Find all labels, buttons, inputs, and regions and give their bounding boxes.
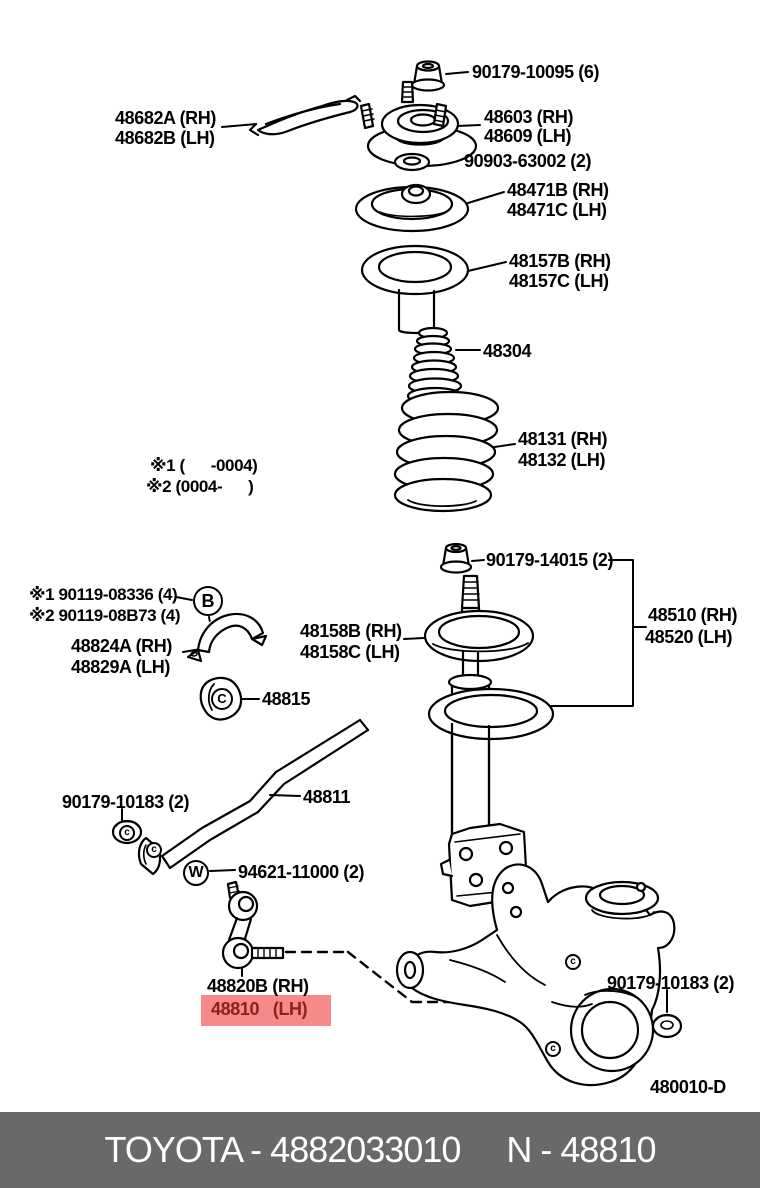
labels-layer: 90179-10095 (6) 48682A (RH)48682B (LH) 486… [29, 62, 738, 1097]
marker-c-icon: c [565, 954, 581, 970]
marker-c-icon: c [146, 842, 162, 858]
washer-90903-63002 [395, 154, 429, 170]
footer-bar: TOYOTA - 4882033010 N - 48810 [0, 1112, 760, 1188]
highlight-box [201, 995, 331, 1026]
label-48824a: 48824A (RH) [71, 636, 172, 656]
diagram-code: 480010-D [650, 1077, 726, 1097]
label-48471b: 48471B (RH) [507, 180, 609, 200]
note-bolt-2: ※2 90119-08B73 (4) [29, 606, 181, 625]
stabilizer-link-48810 [223, 882, 283, 968]
seat-48471 [356, 185, 468, 231]
nut-90179-14015 [441, 544, 471, 573]
label-48682b: 48682B (LH) [115, 128, 215, 148]
label-48157b: 48157B (RH) [509, 251, 611, 271]
label-48157c: 48157C (LH) [509, 271, 609, 291]
marker-w-icon: W [183, 860, 209, 886]
label-48510: 48510 (RH) [648, 605, 738, 625]
nut-90179-10095 [412, 62, 444, 91]
knuckle-lower-arm [397, 865, 674, 1086]
label-48820b: 48820B (RH) [207, 976, 309, 996]
note-spring-1: ※1 ( -0004) [150, 456, 258, 475]
footer-catalog-number: TOYOTA - 4882033010 [104, 1129, 461, 1170]
note-spring-2: ※2 (0004- ) [146, 477, 254, 496]
marker-c-icon: C [211, 688, 233, 710]
footer-part-number: N - 48810 [506, 1129, 656, 1170]
seat-48157 [362, 246, 468, 333]
marker-b-icon: B [193, 586, 223, 616]
label-48682a: 48682A (RH) [115, 108, 216, 128]
note-bolt-1: ※1 90119-08336 (4) [29, 585, 178, 604]
label-48815: 48815 [262, 689, 311, 709]
label-48471c: 48471C (LH) [507, 200, 607, 220]
support-48603 [361, 82, 476, 166]
nut-90179-10183-right [653, 1015, 681, 1037]
label-48158c: 48158C (LH) [300, 642, 400, 662]
label-48131: 48131 (RH) [518, 429, 608, 449]
label-94621-11000: 94621-11000 (2) [238, 862, 365, 882]
bracket-48824 [188, 614, 266, 661]
label-48603: 48603 (RH) [484, 107, 574, 127]
label-48132: 48132 (LH) [518, 450, 606, 470]
label-48304: 48304 [483, 341, 532, 361]
label-90179-14015: 90179-14015 (2) [486, 550, 614, 570]
label-48829a: 48829A (LH) [71, 657, 170, 677]
label-90179-10095: 90179-10095 (6) [472, 62, 600, 82]
diagram-line-art [0, 0, 760, 1112]
coil-spring-48131 [395, 392, 498, 511]
label-48520: 48520 (LH) [645, 627, 733, 647]
marker-c-icon: c [545, 1041, 561, 1057]
label-48811: 48811 [303, 787, 351, 807]
marker-c-icon: c [119, 825, 135, 841]
label-48810: 48810 (LH) [211, 999, 308, 1019]
label-90903-63002: 90903-63002 (2) [464, 151, 592, 171]
label-90179-10183-right: 90179-10183 (2) [607, 973, 735, 993]
stabilizer-bar-48811 [139, 720, 368, 874]
label-90179-10183-left: 90179-10183 (2) [62, 792, 190, 812]
brace-48682 [250, 96, 360, 135]
parts-diagram: 90179-10095 (6) 48682A (RH)48682B (LH) 486… [0, 0, 760, 1112]
label-48158b: 48158B (RH) [300, 621, 402, 641]
label-48609: 48609 (LH) [484, 126, 572, 146]
